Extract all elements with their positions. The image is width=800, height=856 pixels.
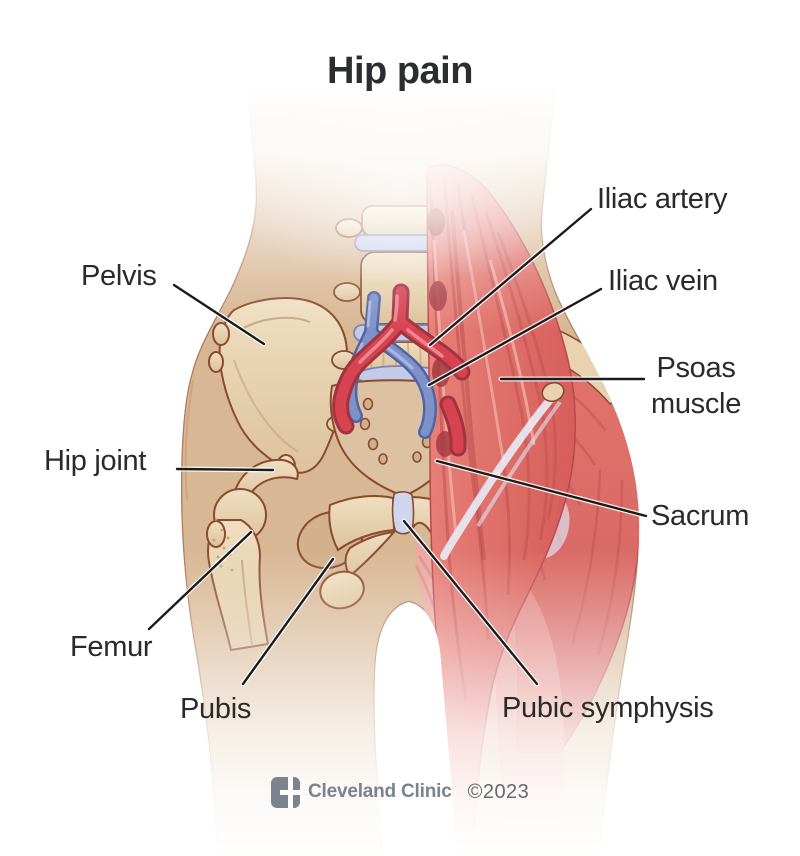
leader-hip-joint <box>175 467 275 472</box>
leader-pelvis <box>172 283 266 346</box>
bottom-fade <box>0 550 800 856</box>
top-fade <box>0 80 800 330</box>
label-pelvis: Pelvis <box>81 260 157 292</box>
leader-lines <box>146 206 649 687</box>
left-hip-shading <box>184 379 194 501</box>
leader-pubic-symphysis <box>402 519 539 686</box>
copyright-text: ©2023 <box>467 780 530 803</box>
label-iliac-artery: Iliac artery <box>597 183 728 215</box>
ligament-band-2 <box>476 400 562 528</box>
label-iliac-vein: Iliac vein <box>608 265 718 297</box>
leader-iliac-artery <box>428 207 593 347</box>
label-pubis: Pubis <box>180 693 252 725</box>
inguinal-ligament <box>440 392 557 560</box>
label-psoas-muscle: Psoas muscle <box>650 352 742 420</box>
label-hip-joint: Hip joint <box>44 445 147 477</box>
brand-wordmark: Cleveland Clinic <box>308 781 452 802</box>
leader-sacrum <box>435 459 648 518</box>
footer-branding: Cleveland Clinic ©2023 <box>271 776 529 808</box>
asis-bone-knob <box>541 381 565 403</box>
page-title: Hip pain <box>327 50 473 92</box>
ilium-contour2 <box>233 359 299 453</box>
label-sacrum: Sacrum <box>651 500 750 532</box>
leader-femur <box>147 530 253 631</box>
leader-pubis <box>241 557 335 686</box>
label-femur: Femur <box>70 631 153 663</box>
leader-iliac-vein <box>427 287 603 387</box>
label-pubic-symphysis: Pubic symphysis <box>502 692 714 724</box>
cleveland-clinic-logo-icon <box>271 776 300 808</box>
